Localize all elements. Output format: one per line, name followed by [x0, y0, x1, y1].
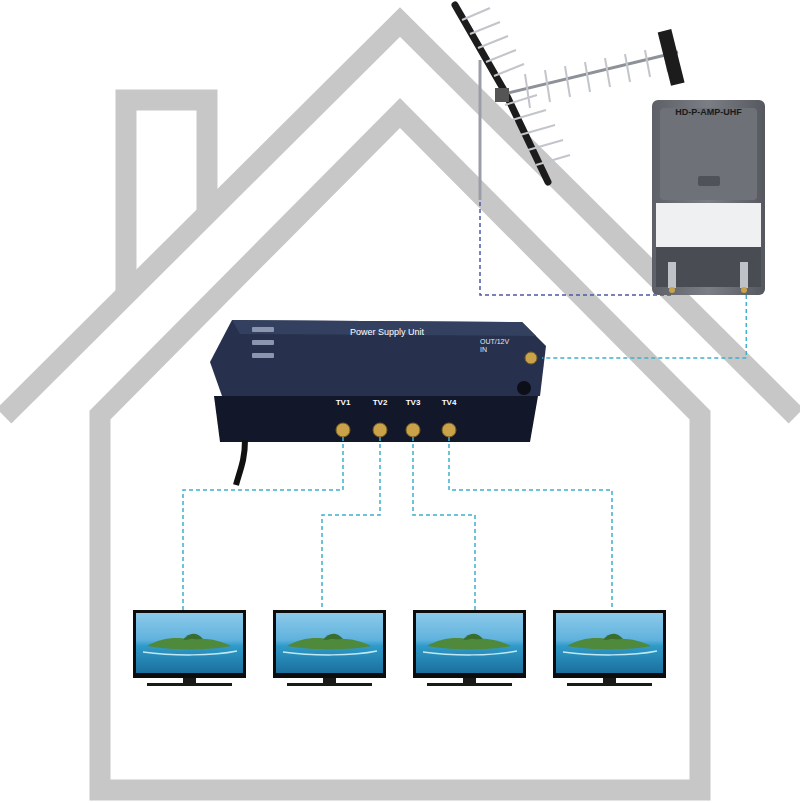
port-label: OUT/12V IN — [480, 338, 512, 353]
coax-cable — [542, 295, 746, 358]
amplifier-unit: HD-P-AMP-UHF — [652, 100, 767, 295]
tv-cables — [183, 437, 612, 610]
psu-body — [210, 320, 546, 485]
port-label: TV1 — [331, 399, 355, 408]
port-label: TV2 — [368, 399, 392, 408]
house-outline — [4, 22, 796, 790]
node-label: HD-P-AMP-UHF — [652, 108, 765, 118]
antenna — [455, 5, 685, 200]
node-label: Power Supply Unit — [350, 328, 480, 338]
port-label: TV3 — [401, 399, 425, 408]
amplifier-housing — [652, 100, 765, 295]
port-label: TV4 — [437, 399, 461, 408]
antenna-cable — [480, 195, 672, 295]
power-supply-unit: Power Supply UnitOUT/12V IN TV1 TV2 TV3 TV4 — [210, 318, 542, 442]
